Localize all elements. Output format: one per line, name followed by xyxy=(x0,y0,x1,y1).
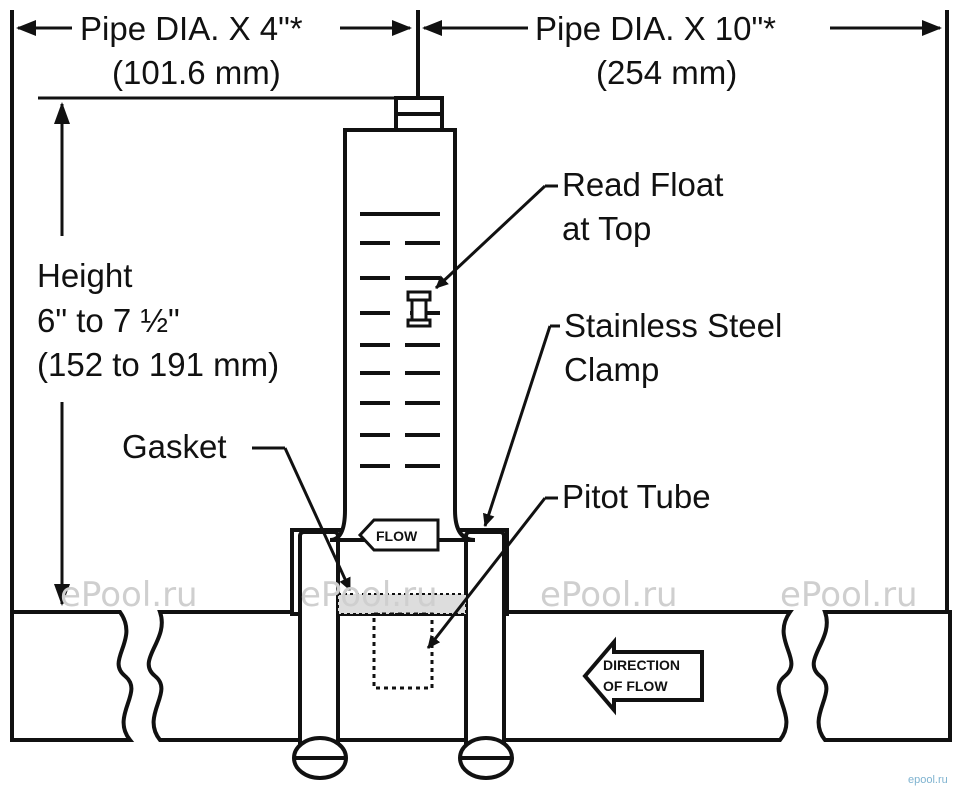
dim-left-line1: Pipe DIA. X 4"* xyxy=(80,10,303,47)
direction-arrow: DIRECTION OF FLOW xyxy=(582,636,704,716)
direction-line1: DIRECTION xyxy=(603,657,680,673)
read-float-label-1: Read Float xyxy=(562,166,723,203)
clamp-label-1: Stainless Steel xyxy=(564,307,782,344)
height-arrow xyxy=(54,102,70,606)
dim-right-line2: (254 mm) xyxy=(596,54,737,91)
watermark-1: ePool.ru xyxy=(60,575,198,615)
clamp-bands xyxy=(292,530,514,780)
gasket-label: Gasket xyxy=(122,428,227,465)
pitot-label: Pitot Tube xyxy=(562,478,711,515)
watermark-3: ePool.ru xyxy=(540,575,678,615)
height-line3: (152 to 191 mm) xyxy=(37,346,279,383)
callout-lines xyxy=(252,184,560,649)
clamp-label-2: Clamp xyxy=(564,351,659,388)
height-line2: 6" to 7 ½" xyxy=(37,302,180,339)
direction-line2: OF FLOW xyxy=(603,678,668,694)
flowmeter-tube xyxy=(329,96,476,542)
read-float-label-2: at Top xyxy=(562,210,651,247)
watermark-2: ePool.ru xyxy=(300,575,438,615)
dim-right-line1: Pipe DIA. X 10"* xyxy=(535,10,776,47)
pitot-tube xyxy=(372,612,434,690)
float xyxy=(406,290,432,328)
height-line1: Height xyxy=(37,257,132,294)
scale-marks xyxy=(360,212,440,468)
watermark-4: ePool.ru xyxy=(780,575,918,615)
tube-flow-arrow: FLOW xyxy=(357,518,440,552)
dimension-right-arrow xyxy=(422,20,942,36)
tube-flow-label: FLOW xyxy=(376,528,418,544)
dimension-left-arrow xyxy=(16,20,412,36)
corner-watermark: epool.ru xyxy=(908,774,948,786)
dim-left-line2: (101.6 mm) xyxy=(112,54,281,91)
